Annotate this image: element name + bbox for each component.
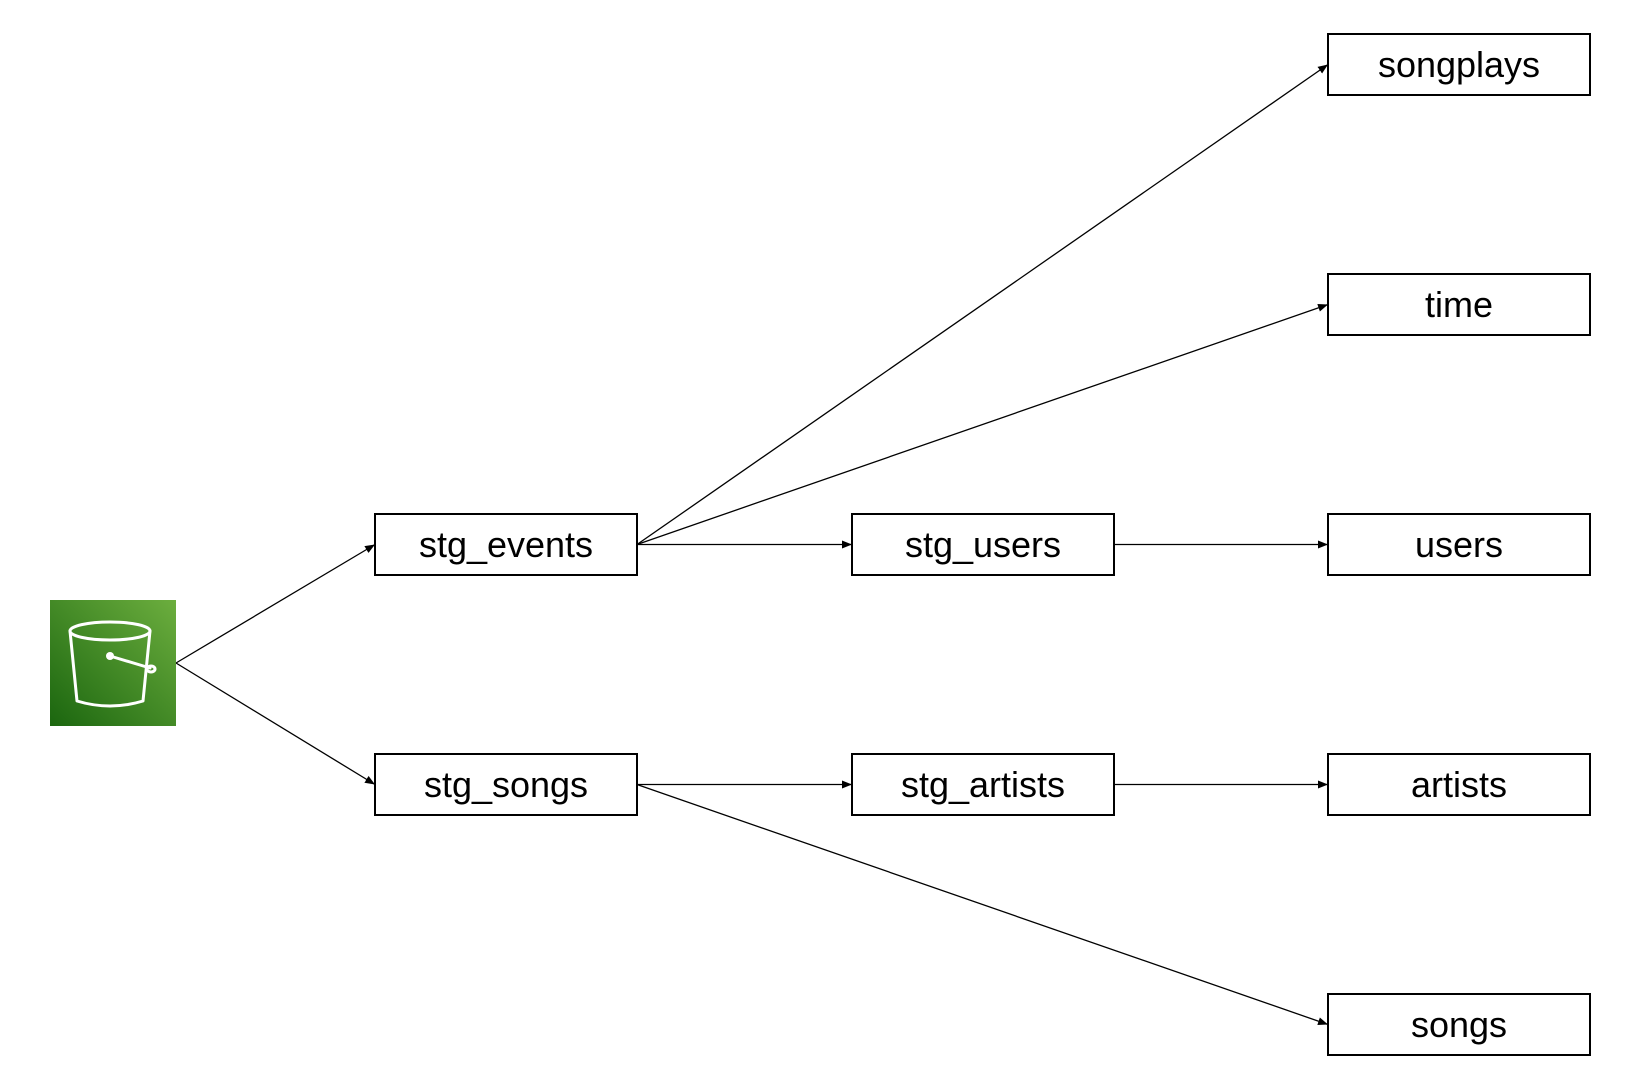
node-box — [374, 513, 638, 576]
node-label: songplays — [1378, 44, 1540, 85]
node-songplays: songplays — [1327, 33, 1591, 96]
node-label: stg_songs — [424, 764, 588, 805]
nodes-layer: stg_eventsstg_songsstg_usersstg_artistss… — [374, 33, 1591, 1056]
node-songs: songs — [1327, 993, 1591, 1056]
edge-stg-songs-to-songs — [636, 783, 1329, 1026]
node-box — [851, 513, 1115, 576]
edge-stg-events-to-songplays — [636, 63, 1329, 546]
node-box — [1327, 513, 1591, 576]
node-label: stg_events — [419, 524, 593, 565]
node-box — [1327, 993, 1591, 1056]
node-box — [1327, 753, 1591, 816]
node-label: songs — [1411, 1004, 1507, 1045]
edge-stg-events-to-time — [636, 303, 1329, 546]
node-label: stg_users — [905, 524, 1061, 565]
node-box — [374, 753, 638, 816]
node-box — [1327, 273, 1591, 336]
s3-bucket-icon — [50, 600, 176, 726]
node-stg-events: stg_events — [374, 513, 638, 576]
node-time: time — [1327, 273, 1591, 336]
node-label: stg_artists — [901, 764, 1065, 805]
node-artists: artists — [1327, 753, 1591, 816]
edge-source-to-stg-songs — [175, 662, 376, 786]
node-label: users — [1415, 524, 1503, 565]
node-box — [851, 753, 1115, 816]
node-box — [1327, 33, 1591, 96]
node-label: time — [1425, 284, 1493, 325]
node-stg-users: stg_users — [851, 513, 1115, 576]
edges-layer — [175, 63, 1329, 1026]
node-label: artists — [1411, 764, 1507, 805]
node-stg-songs: stg_songs — [374, 753, 638, 816]
node-stg-artists: stg_artists — [851, 753, 1115, 816]
edge-source-to-stg-events — [175, 543, 376, 664]
node-users: users — [1327, 513, 1591, 576]
